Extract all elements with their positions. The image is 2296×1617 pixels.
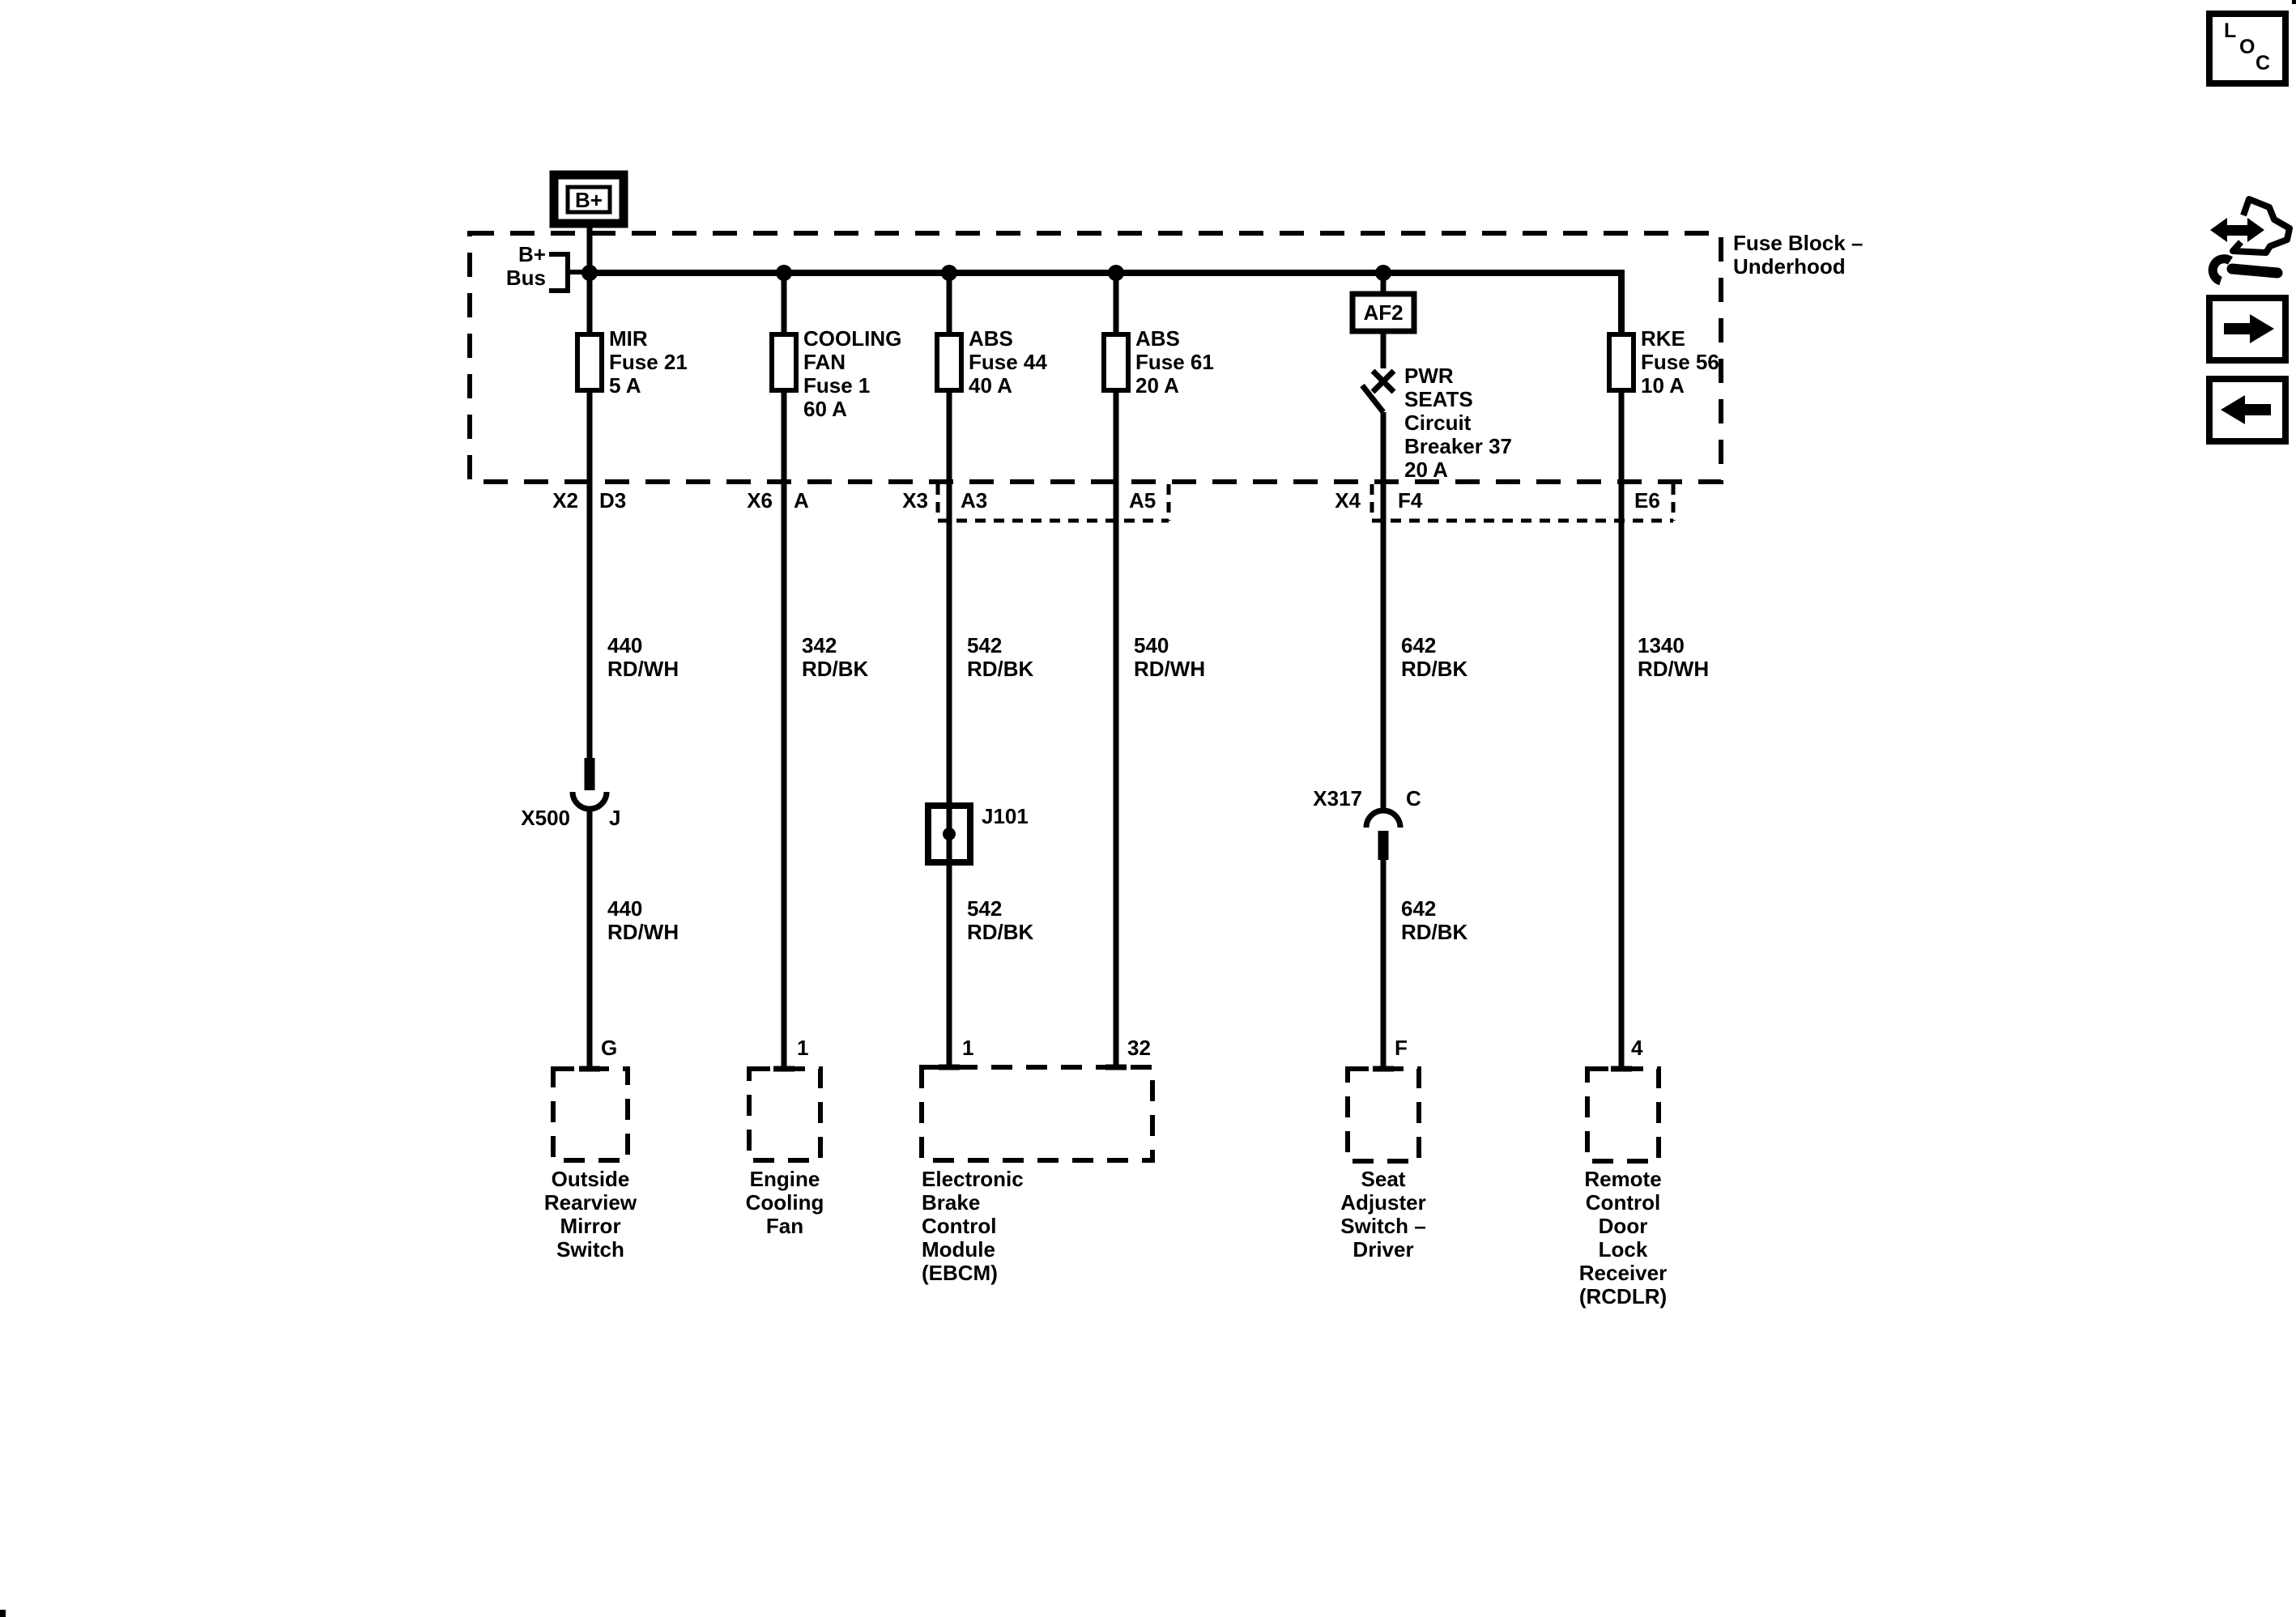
component-label-mirror-switch: Outside Rearview Mirror Switch <box>543 1167 637 1262</box>
wire-label-542-upper: 542 RD/BK <box>967 633 1034 681</box>
component-box-ebcm <box>919 1065 1155 1163</box>
component-label-seat-switch: Seat Adjuster Switch – Driver <box>1340 1167 1426 1262</box>
wire-label-440-lower: 440 RD/WH <box>607 896 679 944</box>
fuse-label-mir: MIR Fuse 21 5 A <box>609 326 688 398</box>
loc-letter-o: O <box>2239 36 2256 58</box>
b-plus-label: B+ <box>575 188 603 212</box>
right-arrow-icon <box>2224 314 2274 343</box>
connector-bands <box>935 484 1676 523</box>
component-box-seat-switch <box>1345 1066 1421 1164</box>
terminal-label-a: A <box>794 488 809 513</box>
component-label-cooling-fan: Engine Cooling Fan <box>745 1167 824 1238</box>
wire-label-440-upper: 440 RD/WH <box>607 633 679 681</box>
terminal-label-a5: A5 <box>1129 488 1157 513</box>
component-box-rcdlr <box>1585 1066 1661 1164</box>
pin-label-32: 32 <box>1127 1036 1151 1060</box>
left-right-arrow <box>2210 218 2264 242</box>
loc-letter-l: L <box>2224 19 2237 42</box>
component-label-rcdlr: Remote Control Door Lock Receiver (RCDLR… <box>1578 1167 1668 1308</box>
b-plus-bus-line <box>549 252 1625 334</box>
connector-label-x4: X4 <box>1335 488 1361 513</box>
fuse-symbol-cooling-fan <box>769 332 799 393</box>
next-page-button[interactable] <box>2206 295 2289 364</box>
fuse-label-cooling-fan: COOLING FAN Fuse 1 60 A <box>803 326 902 421</box>
circuit-breaker-symbol <box>1360 331 1396 415</box>
pin-label-1-fan: 1 <box>797 1036 809 1060</box>
component-pin-ticks <box>579 1064 1632 1072</box>
terminal-label-e6: E6 <box>1634 488 1660 513</box>
component-box-mirror-switch <box>551 1066 630 1163</box>
fuse-symbol-rke <box>1607 332 1636 393</box>
pin-label-4: 4 <box>1631 1036 1643 1060</box>
inline-connector-label-x500: X500 <box>521 806 570 830</box>
splice-j101-symbol <box>925 802 973 866</box>
bus-tap-wires <box>781 273 1387 334</box>
connector-label-x2: X2 <box>552 488 578 513</box>
pin-label-f: F <box>1395 1036 1408 1060</box>
terminal-label-a3: A3 <box>961 488 988 513</box>
inline-terminal-label-j: J <box>609 806 621 830</box>
component-boxes <box>551 1064 1661 1164</box>
bus-label: B+ Bus <box>505 242 546 290</box>
pin-label-1-ebcm: 1 <box>962 1036 974 1060</box>
inline-connector-x317-symbol <box>1363 807 1404 860</box>
wire-label-642-upper: 642 RD/BK <box>1401 633 1468 681</box>
pin-label-g: G <box>601 1036 618 1060</box>
component-label-ebcm: Electronic Brake Control Module (EBCM) <box>922 1167 1024 1285</box>
fuse-label-rke: RKE Fuse 56 10 A <box>1641 326 1719 398</box>
af2-label: AF2 <box>1363 300 1404 325</box>
fuse-symbol-mir <box>575 332 604 393</box>
vehicle-service-icon[interactable] <box>2208 196 2293 286</box>
wire-label-1340: 1340 RD/WH <box>1638 633 1710 681</box>
loc-button[interactable] <box>2206 11 2289 87</box>
wire-label-342: 342 RD/BK <box>802 633 869 681</box>
breaker-label-pwr-seats: PWR SEATS Circuit Breaker 37 20 A <box>1404 364 1512 482</box>
connector-label-x6: X6 <box>747 488 773 513</box>
terminal-label-f4: F4 <box>1398 488 1423 513</box>
inline-connector-label-x317: X317 <box>1313 786 1362 811</box>
splice-label-j101: J101 <box>982 804 1029 828</box>
inline-connector-x500-symbol <box>569 758 610 812</box>
wire-label-642-lower: 642 RD/BK <box>1401 896 1468 944</box>
inline-terminal-label-c: C <box>1406 786 1421 811</box>
fuse-label-abs61: ABS Fuse 61 20 A <box>1135 326 1214 398</box>
fuse-block-border <box>467 231 1723 484</box>
wire-label-542-lower: 542 RD/BK <box>967 896 1034 944</box>
fuse-symbols <box>575 332 1636 393</box>
fuse-label-abs44: ABS Fuse 44 40 A <box>969 326 1047 398</box>
circuit-wires <box>586 390 1625 1068</box>
previous-page-button[interactable] <box>2206 376 2289 445</box>
component-box-cooling-fan <box>747 1066 823 1163</box>
connector-label-x3: X3 <box>902 488 928 513</box>
left-arrow-icon <box>2221 395 2271 424</box>
wire-label-540: 540 RD/WH <box>1134 633 1206 681</box>
terminal-label-d3: D3 <box>599 488 627 513</box>
wrench-icon <box>2208 254 2283 286</box>
fuse-symbol-abs44 <box>935 332 964 393</box>
fuse-block-name: Fuse Block – Underhood <box>1733 231 1864 279</box>
loc-letter-c: C <box>2256 52 2271 74</box>
vehicle-outline <box>2230 196 2293 256</box>
fuse-symbol-abs61 <box>1101 332 1131 393</box>
